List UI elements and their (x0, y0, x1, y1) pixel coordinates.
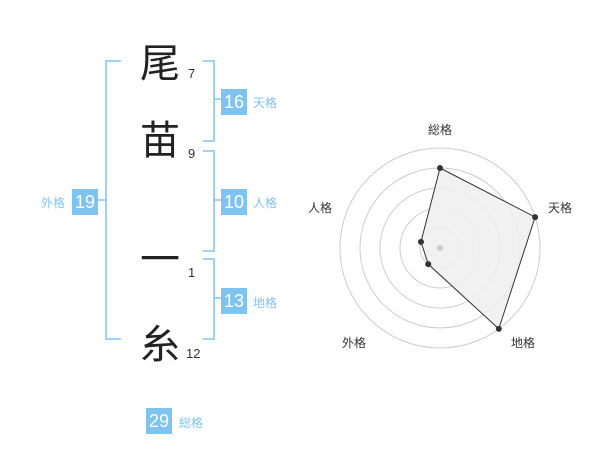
radar-label-soukaku: 総格 (428, 122, 452, 137)
stroke-count-2: 9 (188, 146, 196, 161)
jinkaku-connector (215, 199, 221, 201)
radar-point (417, 238, 424, 245)
radar-point (425, 261, 432, 268)
radar-label-gaikaku: 外格 (342, 335, 366, 350)
tenkaku-bracket (203, 60, 215, 142)
stroke-count-1: 7 (188, 66, 196, 81)
soukaku-value: 29 (146, 408, 172, 434)
tenkaku-value: 16 (221, 89, 247, 115)
chikaku-label: 地格 (253, 296, 278, 310)
tenkaku-label: 天格 (253, 96, 278, 110)
chikaku-connector (215, 297, 221, 299)
radar-points (417, 165, 539, 332)
name-char-3: 一 (140, 237, 180, 283)
jinkaku-label: 人格 (253, 196, 278, 210)
gaikaku-value: 19 (72, 189, 98, 215)
name-char-4: 糸 (140, 322, 180, 368)
radar-point (495, 325, 502, 332)
radar-ring (339, 147, 541, 349)
chikaku-value: 13 (221, 288, 247, 314)
gaikaku-label: 外格 (41, 196, 66, 210)
radar-label-jinkaku: 人格 (308, 200, 332, 215)
gaikaku-connector (98, 199, 105, 201)
tenkaku-connector (215, 98, 221, 100)
stroke-count-3: 1 (188, 265, 196, 280)
radar-label-chikaku: 地格 (511, 335, 535, 350)
radar-point (437, 165, 443, 171)
jinkaku-value: 10 (221, 189, 247, 215)
name-char-1: 尾 (140, 41, 180, 87)
gaikaku-bracket (105, 60, 121, 340)
radar-center-dot (437, 245, 443, 251)
chikaku-bracket (203, 258, 215, 340)
radar-polygon (420, 167, 536, 330)
jinkaku-bracket (203, 150, 215, 252)
radar-point (532, 214, 539, 221)
soukaku-label: 総格 (179, 416, 204, 430)
stroke-count-4: 12 (186, 346, 201, 361)
name-char-2: 苗 (140, 118, 180, 164)
radar-label-tenkaku: 天格 (548, 200, 572, 215)
